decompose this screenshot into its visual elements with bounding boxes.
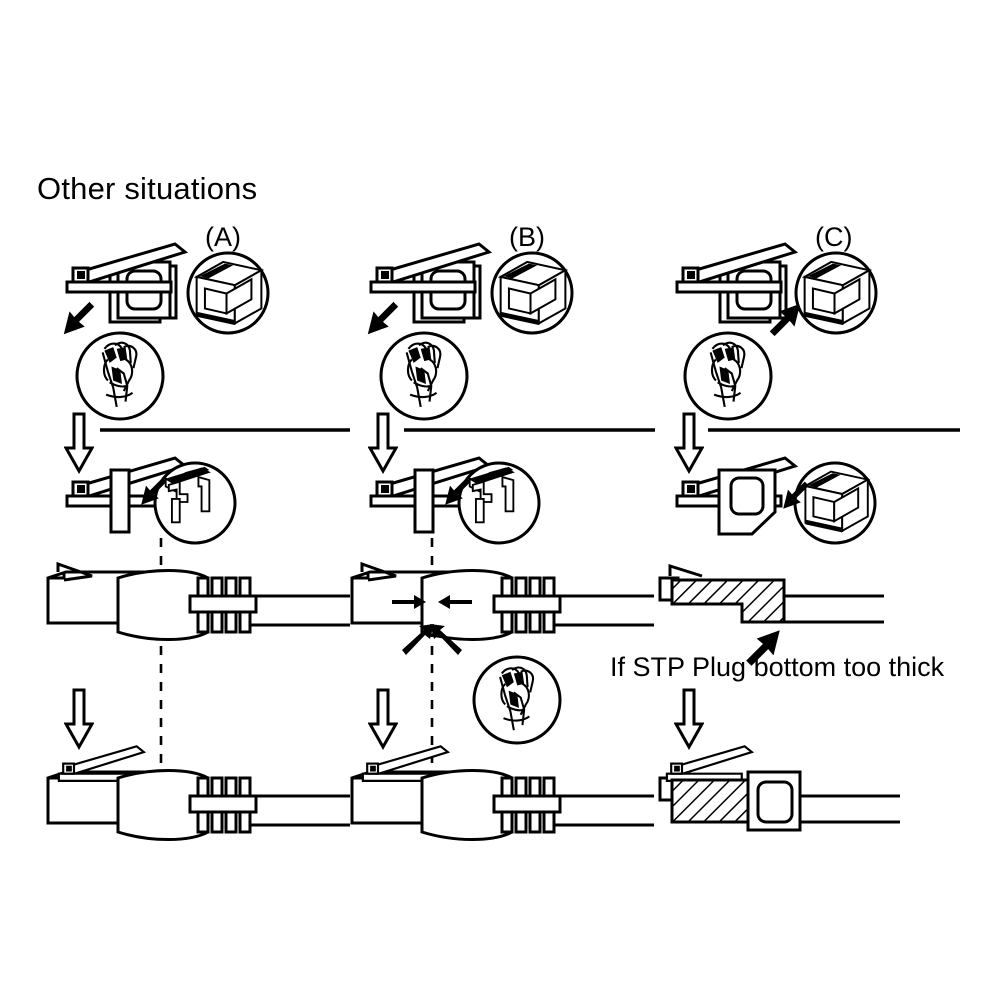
panel-a-mid bbox=[65, 456, 237, 545]
squeeze-arrows-b bbox=[402, 624, 462, 655]
boot-rib-gap-a bbox=[188, 594, 258, 614]
boot-rib-gap-b bbox=[492, 594, 562, 614]
panel-a-result bbox=[46, 745, 350, 841]
panel-b-top bbox=[367, 242, 574, 421]
trimmed-leg-b bbox=[413, 468, 435, 534]
panel-b-cable bbox=[350, 561, 654, 745]
stp-plug-hatched-c bbox=[670, 578, 786, 624]
trimmed-boot-port-c bbox=[756, 780, 794, 824]
page-title: Other situations bbox=[37, 171, 257, 206]
panel-b-mid bbox=[369, 456, 541, 545]
plug-latch-b bbox=[360, 561, 397, 582]
panel-c-mid bbox=[675, 456, 877, 545]
plug-latch-a bbox=[56, 561, 93, 582]
compression-arrows-b bbox=[392, 595, 472, 609]
stp-plug-hatched-c-result bbox=[670, 778, 750, 824]
stp-latch-c bbox=[668, 563, 703, 578]
column-label-a: (A) bbox=[205, 222, 241, 252]
trimmed-leg-a bbox=[109, 468, 131, 534]
panel-a-cable bbox=[46, 561, 350, 641]
boot-rib-gap-ar bbox=[188, 794, 258, 814]
panel-a-top bbox=[63, 242, 270, 421]
panel-c-top bbox=[675, 242, 878, 421]
stp-caption: If STP Plug bottom too thick bbox=[610, 652, 945, 682]
plug-lip-b bbox=[352, 572, 370, 580]
column-label-b: (B) bbox=[509, 222, 545, 252]
panel-b-result bbox=[350, 745, 654, 841]
column-label-c: (C) bbox=[815, 222, 852, 252]
jack-port-mid-c bbox=[729, 476, 765, 516]
plug-lip-a bbox=[48, 572, 66, 580]
boot-rib-gap-br bbox=[492, 794, 562, 814]
panel-c-cable: If STP Plug bottom too thick bbox=[610, 563, 945, 682]
panel-c-result bbox=[658, 745, 900, 832]
